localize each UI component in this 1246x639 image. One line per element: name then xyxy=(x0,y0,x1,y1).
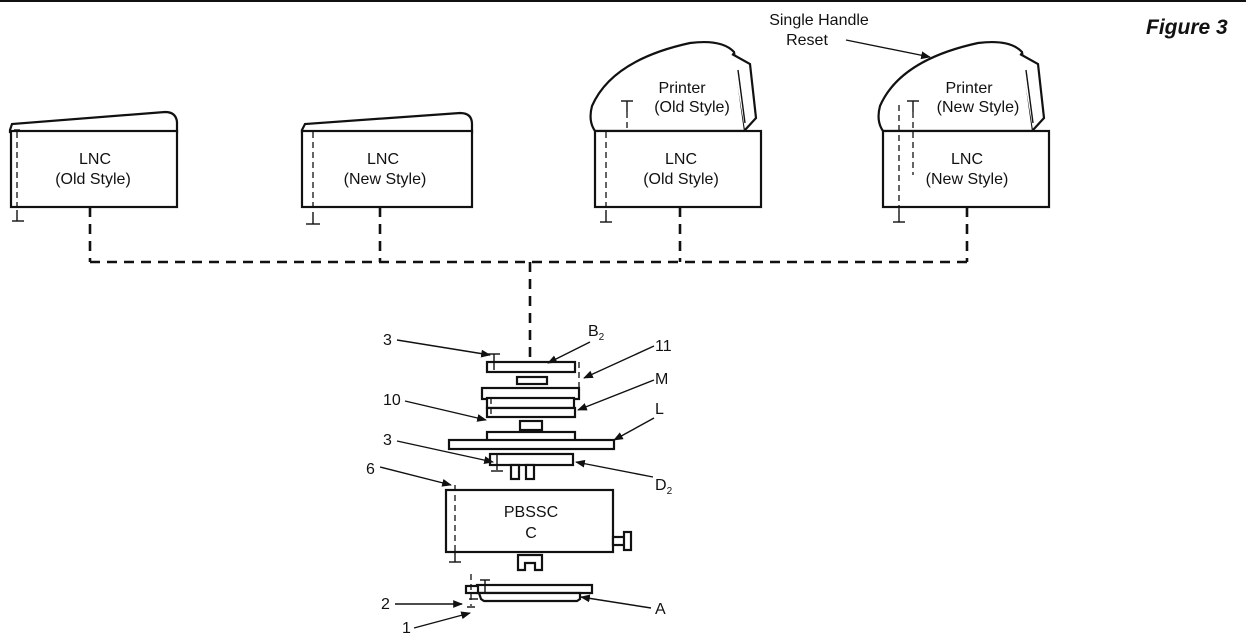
stack-knob xyxy=(518,419,544,432)
printer-old-style: (Old Style) xyxy=(654,99,730,116)
lnc-old-style: (Old Style) xyxy=(55,171,131,188)
printer-old-housing xyxy=(589,40,747,133)
unit-lnc-new-style: LNC (New Style) xyxy=(300,111,474,225)
callout-single-handle-line2: Reset xyxy=(786,32,828,49)
label-3-top: 3 xyxy=(383,332,392,349)
lnc-old-2-name: LNC xyxy=(665,151,697,168)
plate-b2 xyxy=(485,360,577,374)
lnc-old-name: LNC xyxy=(79,151,111,168)
unit-lnc-old-style: LNC (Old Style) xyxy=(8,110,179,222)
pbssc-bottom-clip xyxy=(516,553,544,572)
label-11: 11 xyxy=(655,338,672,355)
lnc-new-top-cover xyxy=(300,111,474,134)
unit-printer-old-on-lnc-old: Printer (Old Style) LNC (Old Style) xyxy=(589,40,763,223)
lnc-old-top-cover xyxy=(8,110,179,134)
printer-new-name: Printer xyxy=(945,80,993,97)
leader-d2 xyxy=(575,459,654,478)
label-d2: D2 xyxy=(655,477,673,497)
leader-3-top xyxy=(396,339,491,358)
lnc-old-2-body xyxy=(593,129,763,209)
printer-old-name: Printer xyxy=(658,80,706,97)
plate-d2 xyxy=(488,452,575,467)
lnc-new-name: LNC xyxy=(367,151,399,168)
leader-3-lower xyxy=(396,440,494,464)
label-a: A xyxy=(655,601,666,618)
plate-l xyxy=(447,438,616,451)
printer-new-housing xyxy=(877,40,1035,133)
leader-11 xyxy=(583,345,655,379)
lnc-new-body xyxy=(300,129,474,209)
printer-new-side-edge xyxy=(1025,69,1034,124)
label-2: 2 xyxy=(381,596,390,613)
leader-l xyxy=(613,417,655,441)
plate-a-top xyxy=(475,583,594,595)
plate-a-step xyxy=(464,584,480,595)
unit-printer-new-on-lnc-new: Printer (New Style) LNC (New Style) xyxy=(877,40,1051,223)
plate-b2-tab xyxy=(515,375,549,386)
label-1: 1 xyxy=(402,620,411,637)
label-m: M xyxy=(655,371,668,388)
lnc-old-body xyxy=(9,129,179,209)
lnc-new-2-body xyxy=(881,129,1051,209)
stack-callouts: B2 3 11 M 10 L 3 D2 6 2 1 A xyxy=(366,323,673,637)
exploded-stack: PBSSC C xyxy=(444,353,633,608)
printer-new-style: (New Style) xyxy=(937,99,1020,116)
connection-tree xyxy=(88,207,969,362)
callout-single-handle-arrow xyxy=(845,39,931,60)
leader-b2 xyxy=(547,341,591,364)
pbssc-line2: C xyxy=(525,525,537,542)
plate-d2-stud-right xyxy=(524,463,536,481)
label-b2: B2 xyxy=(588,323,605,343)
pbssc-line1: PBSSC xyxy=(504,504,558,521)
lnc-new-2-style: (New Style) xyxy=(926,171,1009,188)
leader-a xyxy=(580,594,652,609)
plate-d2-stud-left xyxy=(509,463,521,481)
leader-1 xyxy=(413,611,471,629)
leader-m xyxy=(577,379,655,411)
label-3-lower: 3 xyxy=(383,432,392,449)
callout-single-handle-line1: Single Handle xyxy=(769,12,869,29)
label-6: 6 xyxy=(366,461,375,478)
pbssc-box xyxy=(444,488,615,554)
figure-label: Figure 3 xyxy=(1146,16,1228,39)
lnc-old-2-style: (Old Style) xyxy=(643,171,719,188)
plate-a-lower xyxy=(477,591,582,603)
lnc-new-style: (New Style) xyxy=(344,171,427,188)
label-l: L xyxy=(655,401,664,418)
plate-10 xyxy=(485,406,577,419)
label-10: 10 xyxy=(383,392,401,409)
printer-old-side-edge xyxy=(737,69,746,124)
plate-m xyxy=(485,396,576,410)
lnc-new-2-name: LNC xyxy=(951,151,983,168)
leader-10 xyxy=(404,400,487,422)
leader-6 xyxy=(379,466,452,487)
pbssc-knob-head xyxy=(622,530,633,552)
